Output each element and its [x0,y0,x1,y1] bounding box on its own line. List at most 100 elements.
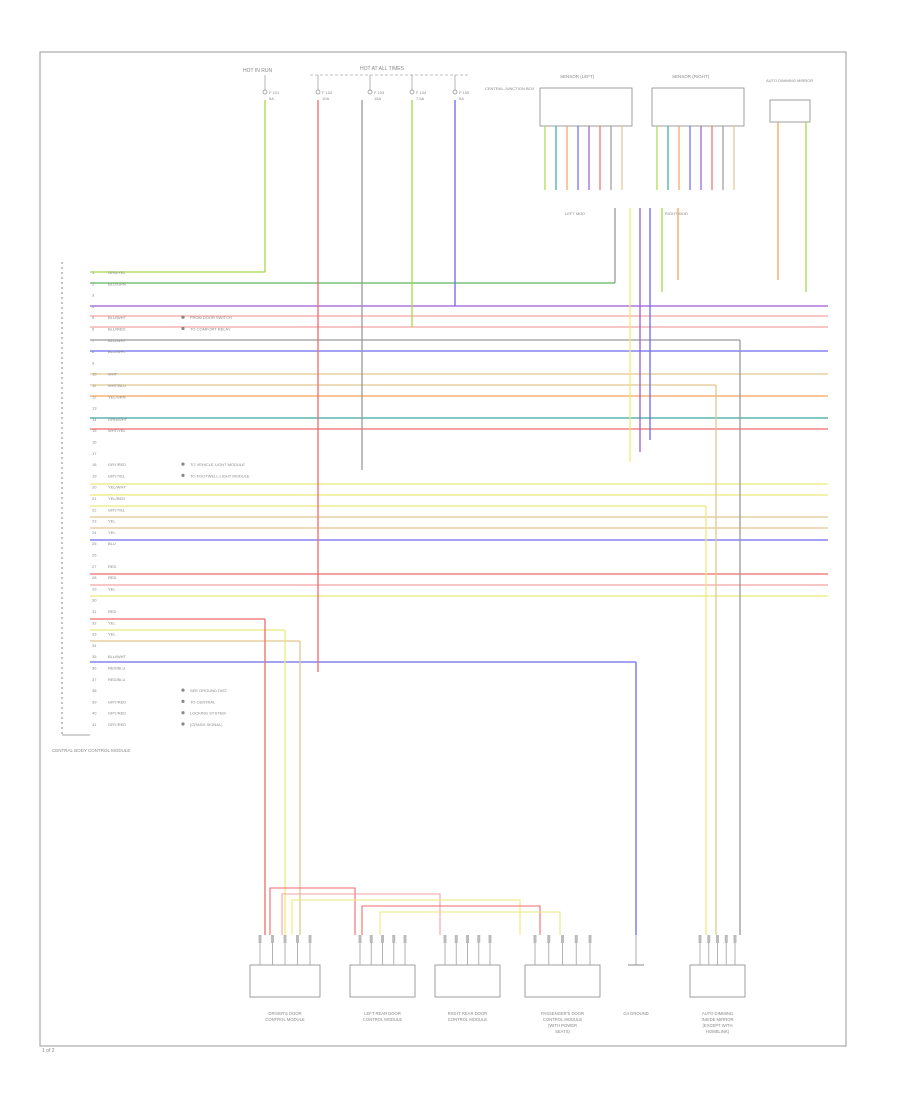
module-connector [733,935,737,943]
bottom-module-label: G4 GROUND [623,1011,648,1016]
pin-number: 38 [92,688,97,693]
pin-wire-color: YEL [108,586,116,591]
pin-wire-color: BLU/WHT [108,349,127,354]
pin-note-dot [181,315,185,319]
bottom-module-label: (WITH POWER [548,1023,577,1028]
auto-dimmer-label: AUTO DIMMING MIRROR [766,78,813,83]
wire-group [90,100,828,935]
pin-wire-color: GRY/RED [108,722,126,727]
pin-number: 25 [92,541,97,546]
module-connector [454,935,458,943]
pin-wire-color: BLU/WHT [108,654,127,659]
bottom-module-label: DRIVER'S DOOR [268,1011,301,1016]
module-connector [588,935,592,943]
pin-wire-color: YEL [108,632,116,637]
pin-wire-color: RED/BLU [108,677,125,682]
bottom-module-label: CONTROL MODULE [363,1017,403,1022]
pin-number: 37 [92,677,97,682]
module-connector [724,935,728,943]
pin-number: 27 [92,564,97,569]
pin-number: 26 [92,553,97,558]
sensor-left-module [539,87,633,127]
pin-number: 20 [92,485,97,490]
pin-number: 28 [92,575,97,580]
pin-note: LOCKING SYSTEM [190,711,226,716]
pin-number: 14 [92,417,97,422]
pin-number: 31 [92,609,97,614]
pin-wire-color: GRY/YEL [108,507,126,512]
pin-number: 2 [92,281,95,286]
module-connector [561,935,564,943]
sensor-right-label: SENSOR (RIGHT) [672,74,710,79]
module-connector [547,935,551,943]
fuse-label: F 102 [322,90,333,95]
bottom-module-label: LEFT REAR DOOR [364,1011,401,1016]
fuse-amps: 10A [322,96,329,101]
footer-code: 1 of 2 [42,1048,55,1054]
pin-number: 13 [92,406,97,411]
fuse-terminal [367,89,373,95]
bottom-module-label: (EXCEPT WITH [703,1023,733,1028]
pin-wire-color: BLU/GRN [108,281,126,286]
pin-number: 29 [92,586,97,591]
bottom-module-label: INSIDE MIRROR [701,1017,733,1022]
pin-number: 1 [92,270,95,275]
main-module-label: CENTRAL BODY CONTROL MODULE [52,748,130,753]
pin-note-dot [181,473,185,477]
module-connector [271,935,274,943]
pin-number: 35 [92,654,97,659]
pin-number: 3 [92,293,95,298]
pin-number: 5 [92,315,95,320]
pin-wire-color: RED [108,564,117,569]
fuse-terminal [262,89,268,95]
pin-number: 40 [92,711,97,716]
pin-number: 6 [92,327,95,332]
mod-left-label: LEFT MOD [565,211,585,216]
pin-note-dot [181,326,185,331]
bottom-module-label: CONTROL MODULE [448,1017,488,1022]
pin-wire-color: YEL [108,620,116,625]
pin-wire-color: RED/BLU [108,666,125,671]
module-connector [403,935,407,943]
pin-wire-color: BLU [108,541,116,546]
pin-number: 10 [92,372,97,377]
bottom-module-label: CONTROL MODULE [265,1017,305,1022]
pin-number: 12 [92,394,97,399]
pin-number: 41 [92,722,97,727]
pin-number: 17 [92,451,97,456]
module-connector [707,935,711,943]
mod-right-label: RIGHT MOD [665,211,688,216]
pin-note-dot [181,699,185,704]
pin-number: 9 [92,360,95,365]
pin-wire-color: GRN/YEL [108,270,126,275]
bottom-module-box [524,964,601,998]
pin-wire-color: YEL [108,519,116,524]
pin-number: 11 [92,383,97,388]
pin-number: 16 [92,440,97,445]
pin-note: (CRASH SIGNAL) [190,722,223,727]
pin-wire-color: GRY/RED [108,699,126,704]
pin-number: 32 [92,620,97,625]
pin-wire-color: BLU/RED [108,327,125,332]
pin-number: 4 [92,304,95,309]
pin-note: FROM DOOR SWITCH [190,315,232,320]
bottom-module-box [434,964,501,998]
pin-wire-color: YEL [108,530,116,535]
pin-wire-color: BLU/WHT [108,338,127,343]
module-connector [716,935,719,943]
pin-number: 36 [92,666,97,671]
module-connector [283,935,287,943]
pin-wire-color: WHT [108,372,118,377]
pin-number: 18 [92,462,97,467]
fuse-terminal [409,89,415,95]
module-connector [308,935,312,943]
fuse-amps: 5A [459,96,464,101]
pin-wire-color: RED [108,575,117,580]
crossover-wire [281,893,441,935]
pin-number: 33 [92,632,97,637]
fuse-amps: 15A [374,96,381,101]
fuse-label: F 105 [459,90,470,95]
pin-wire-color: WHT/YEL [108,428,127,433]
module-connector [296,935,299,943]
